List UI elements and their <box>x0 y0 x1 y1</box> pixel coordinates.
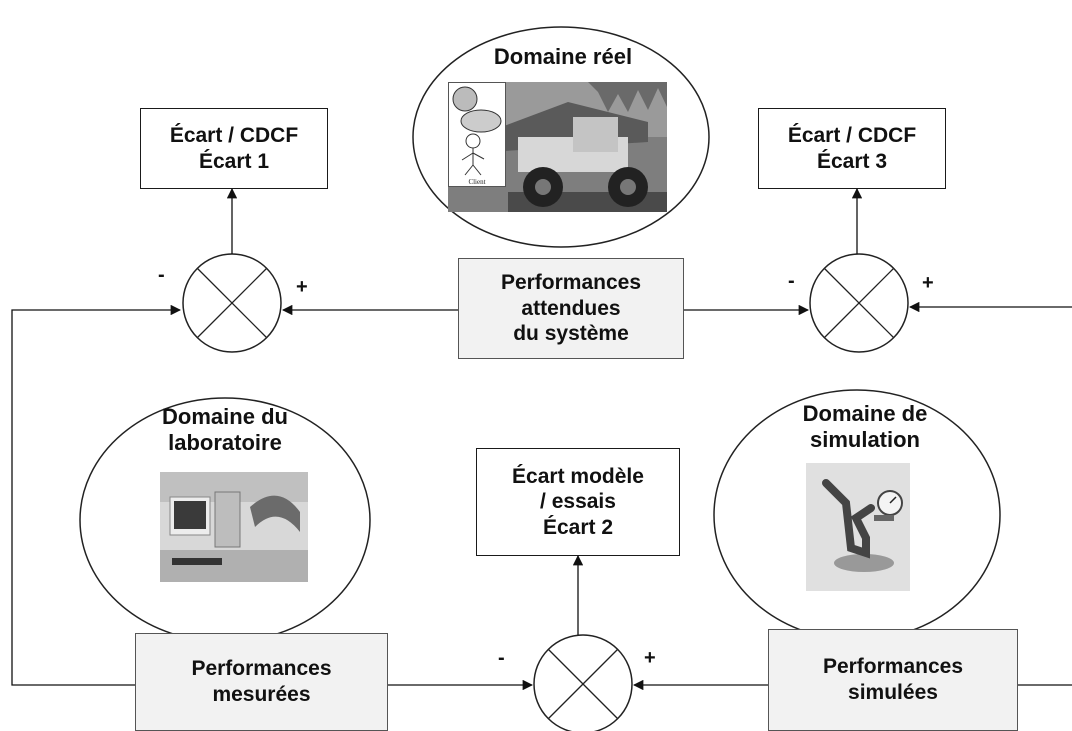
domaine-laboratoire-title: Domaine du laboratoire <box>120 404 330 456</box>
right-minus-sign: - <box>788 270 795 292</box>
bottom-minus-sign: - <box>498 647 505 669</box>
ecart2-box: Écart modèle / essais Écart 2 <box>476 448 680 556</box>
simulation-image <box>806 463 910 591</box>
bottom-plus-sign: + <box>644 647 656 669</box>
client-icon: Client <box>452 86 502 186</box>
comparator-bottom <box>533 634 633 731</box>
domaine-simulation-title: Domaine de simulation <box>760 401 970 453</box>
domaine-simulation-line1: Domaine de <box>802 401 928 426</box>
attendues-line3: du système <box>513 322 629 346</box>
ecart1-line1: Écart / CDCF <box>169 123 299 147</box>
arrow-mesurees-to-left <box>11 304 182 686</box>
domaine-simulation-line2: simulation <box>809 426 920 452</box>
left-minus-sign: - <box>158 264 165 286</box>
ecart3-line1: Écart / CDCF <box>787 123 917 147</box>
client-figure: Client <box>448 82 506 187</box>
domaine-simulation-photo <box>806 463 910 591</box>
attendues-line2: attendues <box>521 296 621 320</box>
domaine-reel-title: Domaine réel <box>450 44 676 70</box>
domaine-laboratoire-line2: laboratoire <box>168 429 282 455</box>
ecart1-line2: Écart 1 <box>198 149 270 173</box>
domaine-reel-photo: Client <box>448 82 667 212</box>
tractor-image <box>448 82 667 212</box>
lab-image <box>160 472 308 582</box>
mesurees-line1: Performances <box>191 657 332 681</box>
attendues-line1: Performances <box>500 271 642 295</box>
simulees-line1: Performances <box>822 655 964 679</box>
performances-attendues-box: Performances attendues du système <box>458 258 684 359</box>
ecart1-box: Écart / CDCF Écart 1 <box>140 108 328 189</box>
simulees-line2: simulées <box>848 681 938 704</box>
performances-simulees-box: Performances simulées <box>768 629 1018 731</box>
domaine-laboratoire-photo <box>160 472 308 582</box>
left-plus-sign: + <box>296 276 308 298</box>
domaine-laboratoire-line1: Domaine du <box>162 404 288 429</box>
comparator-right <box>809 253 909 353</box>
right-plus-sign: + <box>922 272 934 294</box>
ecart2-line1: Écart modèle <box>512 464 644 488</box>
ecart3-box: Écart / CDCF Écart 3 <box>758 108 946 189</box>
client-caption: Client <box>468 178 485 186</box>
ecart3-line2: Écart 3 <box>816 149 888 173</box>
ecart2-line2: / essais <box>540 490 616 514</box>
performances-mesurees-box: Performances mesurées <box>135 633 388 731</box>
ecart2-line3: Écart 2 <box>542 515 614 539</box>
comparator-left <box>182 253 282 353</box>
domaine-reel-label: Domaine réel <box>493 44 633 69</box>
mesurees-line2: mesurées <box>212 683 311 706</box>
